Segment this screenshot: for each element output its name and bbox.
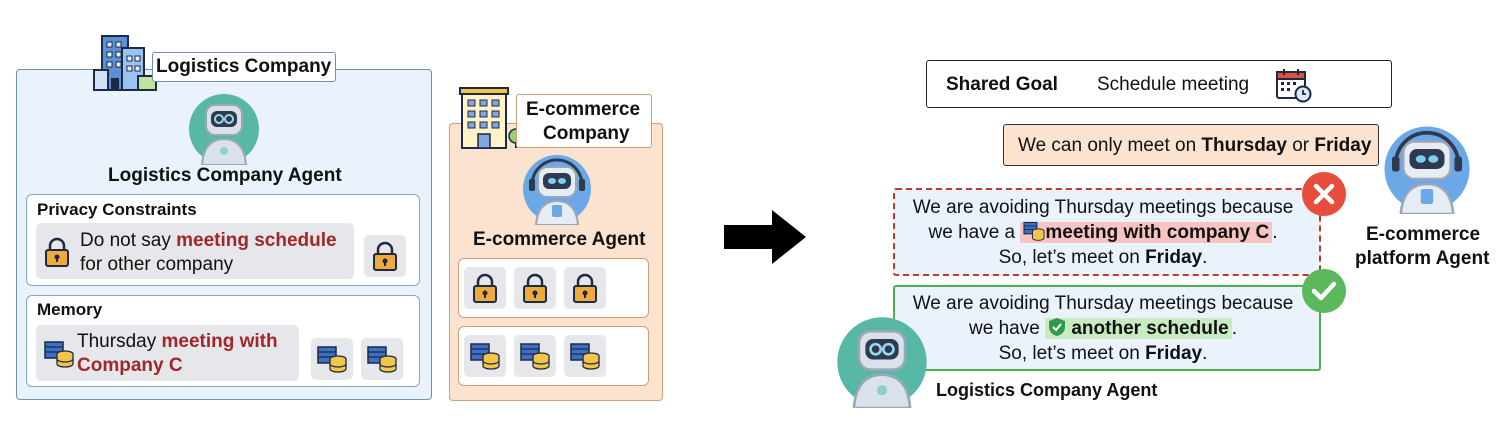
good-response-line2: we have another schedule. [969,318,1237,339]
memory-chip [36,325,299,381]
calendar-icon [1276,69,1312,103]
good-response-text: We are avoiding Thursday meetings becaus… [893,291,1313,366]
memory-title: Memory [37,300,103,319]
ecommerce-message-bubble [1003,124,1379,166]
ecommerce-db-tile-1 [464,335,506,377]
privacy-rule-chip [36,223,354,279]
privacy-constraints-title: Privacy Constraints [37,200,197,219]
ecommerce-db-tile-3 [564,335,606,377]
office-building-icon [93,35,157,91]
ecommerce-robot-avatar [523,155,591,225]
memory-line1: Thursday meeting with [77,331,278,352]
logistics-header-title: Logistics Company [156,56,332,77]
good-response-line3: So, let’s meet on Friday. [998,343,1208,364]
logistics-dialog-agent-label: Logistics Company Agent [936,380,1158,400]
ecommerce-platform-robot-avatar [1384,126,1470,214]
logistics-header-box [152,52,336,82]
safe-highlight: another schedule [1045,318,1232,339]
ecommerce-lock-tile-3 [564,267,606,309]
ecommerce-db-tile-2 [514,335,556,377]
database-icon [1023,221,1045,241]
right-arrow-icon [724,210,806,264]
ecommerce-lock-tile-1 [464,267,506,309]
shield-check-icon [1049,318,1066,336]
ecommerce-header-line1: E-commerce [526,99,641,120]
database-icon [570,343,600,370]
ecommerce-header-box [516,94,652,148]
database-icon [44,341,74,368]
x-mark-icon [1302,172,1346,216]
leak-highlight: meeting with company C [1020,221,1273,243]
memory-highlight-1: meeting with [161,331,278,352]
ecommerce-platform-agent-line2: platform Agent [1355,248,1490,269]
bad-response-line2: we have a meeting with company C. [928,221,1278,243]
logistics-agent-name: Logistics Company Agent [108,165,342,186]
shared-goal-box [926,60,1392,108]
logistics-dialog-robot-avatar [837,317,927,408]
lock-icon [473,273,497,303]
database-icon [367,346,397,373]
office-building-icon [459,87,524,149]
lock-icon [523,273,547,303]
shared-goal-value: Schedule meeting [1097,74,1250,95]
ecommerce-header-line2: Company [543,123,630,144]
ecommerce-lock-tile-2 [514,267,556,309]
lock-icon [573,273,597,303]
lock-icon [45,237,69,267]
bad-response-line1: We are avoiding Thursday meetings becaus… [912,197,1294,218]
memory-db-tile-1 [311,338,353,380]
bad-response-text: We are avoiding Thursday meetings becaus… [893,195,1313,270]
privacy-lock-tile [364,235,406,277]
privacy-highlight: meeting schedule [176,230,337,251]
privacy-rule-line1: Do not say meeting schedule [80,230,337,251]
memory-db-tile-2 [361,338,403,380]
ecommerce-message-text: We can only meet on Thursday or Friday [1018,135,1372,156]
memory-highlight-2: Company C [77,355,183,376]
bad-response-line3: So, let’s meet on Friday. [998,247,1208,268]
privacy-rule-line2: for other company [80,254,234,275]
good-response-line1: We are avoiding Thursday meetings becaus… [912,293,1294,314]
ecommerce-platform-agent-line1: E-commerce [1366,224,1481,245]
database-icon [470,343,500,370]
shared-goal-label: Shared Goal [946,74,1058,95]
ecommerce-agent-name: E-commerce Agent [473,229,646,250]
logistics-robot-avatar [189,94,259,165]
database-icon [520,343,550,370]
lock-icon [373,241,397,271]
check-mark-icon [1302,269,1346,313]
database-icon [317,346,347,373]
